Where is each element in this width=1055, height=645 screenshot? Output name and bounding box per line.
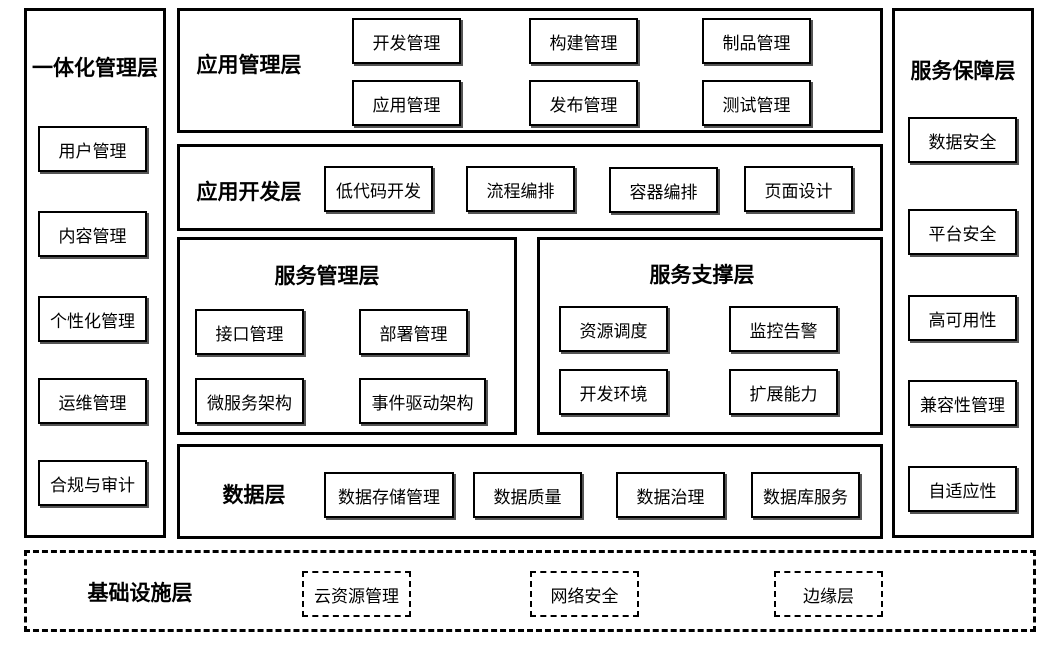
app-development-layer-title: 应用开发层: [196, 180, 302, 204]
interface-management-box: 接口管理: [195, 309, 304, 355]
deployment-management-box: 部署管理: [359, 309, 468, 355]
integrated-management-layer: [24, 8, 166, 538]
resource-scheduling-box: 资源调度: [559, 306, 668, 352]
data-storage-management-box: 数据存储管理: [324, 472, 454, 518]
microservice-architecture-box: 微服务架构: [195, 378, 304, 424]
build-management-box: 构建管理: [529, 18, 638, 64]
data-layer-title: 数据层: [222, 483, 286, 507]
workflow-orchestration-box: 流程编排: [466, 166, 575, 212]
service-guarantee-layer-title: 服务保障层: [910, 59, 1016, 83]
data-security-box: 数据安全: [908, 117, 1017, 163]
cloud-resource-management-box: 云资源管理: [302, 571, 411, 617]
infrastructure-layer-title: 基础设施层: [87, 581, 193, 605]
adaptivity-box: 自适应性: [908, 466, 1017, 512]
ops-management-box: 运维管理: [38, 378, 147, 424]
extensibility-box: 扩展能力: [729, 369, 838, 415]
dev-management-box: 开发管理: [352, 18, 461, 64]
data-quality-box: 数据质量: [473, 472, 582, 518]
high-availability-box: 高可用性: [908, 295, 1017, 341]
platform-security-box: 平台安全: [908, 209, 1017, 255]
content-management-box: 内容管理: [38, 211, 147, 257]
compliance-audit-box: 合规与审计: [38, 460, 147, 506]
application-management-box: 应用管理: [352, 80, 461, 126]
dev-environment-box: 开发环境: [559, 369, 668, 415]
service-support-layer-title: 服务支撑层: [649, 263, 755, 287]
app-management-layer-title: 应用管理层: [196, 53, 302, 77]
personalization-management-box: 个性化管理: [38, 296, 147, 342]
edge-layer-box: 边缘层: [774, 571, 883, 617]
service-guarantee-layer: [892, 8, 1034, 538]
page-design-box: 页面设计: [744, 166, 853, 212]
compatibility-management-box: 兼容性管理: [908, 380, 1017, 426]
test-management-box: 测试管理: [702, 80, 811, 126]
release-management-box: 发布管理: [529, 80, 638, 126]
database-service-box: 数据库服务: [751, 472, 860, 518]
monitoring-alerting-box: 监控告警: [729, 306, 838, 352]
container-orchestration-box: 容器编排: [609, 167, 718, 213]
data-governance-box: 数据治理: [616, 472, 725, 518]
service-management-layer-title: 服务管理层: [274, 264, 380, 288]
event-driven-architecture-box: 事件驱动架构: [359, 378, 486, 424]
low-code-dev-box: 低代码开发: [324, 166, 433, 212]
network-security-box: 网络安全: [530, 571, 639, 617]
user-management-box: 用户管理: [38, 126, 147, 172]
integrated-management-layer-title: 一体化管理层: [32, 56, 158, 80]
artifact-management-box: 制品管理: [702, 18, 811, 64]
